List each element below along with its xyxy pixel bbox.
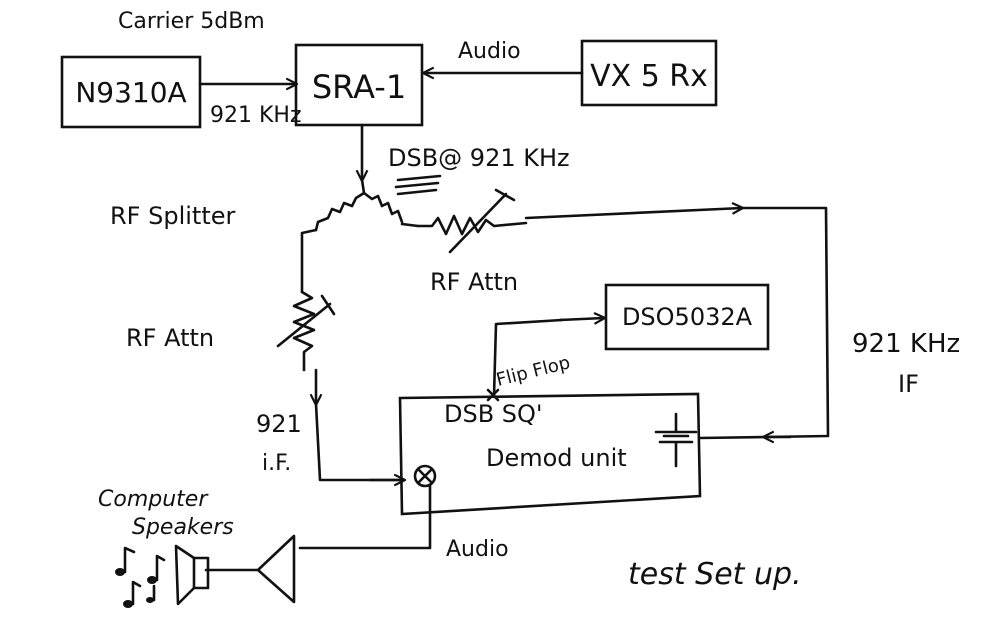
- scope-arrow: [558, 318, 604, 320]
- sra-label: SRA-1: [312, 68, 406, 106]
- if-right-wire: [740, 206, 830, 439]
- speakers-label-1: Computer: [98, 487, 209, 512]
- signal-generator-block: N9310A: [60, 55, 202, 129]
- freq-in-label: 921 KHz: [210, 103, 302, 128]
- dsb-wire: [360, 178, 366, 195]
- if-right-label-2: IF: [898, 370, 919, 398]
- splitter-right-coil: [362, 191, 404, 224]
- left-branch-wire: [300, 228, 318, 294]
- music-notes-icon: [115, 546, 166, 608]
- carrier-note: Carrier 5dBm: [118, 9, 265, 34]
- attn-right-label: RF Attn: [430, 268, 518, 296]
- if-left-wire: [314, 402, 406, 482]
- caption: test Set up.: [628, 557, 802, 592]
- if-right-label-1: 921 KHz: [852, 329, 960, 359]
- rf-signal-icon: [394, 174, 442, 196]
- if-right-arrow-a: [524, 208, 742, 220]
- splitter-left-coil: [314, 191, 366, 232]
- receiver-block: VX 5 Rx: [580, 39, 718, 107]
- right-branch-wire: [400, 222, 420, 228]
- variable-resistor-icon: [416, 188, 528, 254]
- audio-top-label: Audio: [458, 39, 521, 64]
- if-left-label-2: i.F.: [262, 451, 291, 476]
- rf-splitter: RF Splitter: [110, 191, 404, 232]
- audio-out-wire: [298, 484, 432, 550]
- speaker-icon: [174, 544, 210, 606]
- demod-label-1: DSB SQ': [444, 400, 543, 428]
- dsb-label: DSB@ 921 KHz: [388, 144, 570, 172]
- demod-unit-block: DSB SQ' Demod unit: [398, 392, 702, 516]
- flipflop-tap-icon: [486, 388, 500, 402]
- receiver-label: VX 5 Rx: [590, 59, 708, 94]
- generator-label: N9310A: [75, 76, 186, 109]
- attn-left-label: RF Attn: [126, 324, 214, 352]
- if-left-label-1: 921: [256, 410, 302, 438]
- splitter-label: RF Splitter: [110, 202, 236, 230]
- amplifier-icon: [256, 534, 296, 604]
- crystal-icon: [654, 412, 698, 468]
- if-right-input: [698, 435, 766, 440]
- flipflop-wire: [492, 318, 564, 398]
- audio-bottom-label: Audio: [446, 537, 509, 562]
- scope-label: DSO5032A: [622, 303, 753, 331]
- speakers-label-2: Speakers: [132, 515, 234, 540]
- oscilloscope-block: DSO5032A: [604, 283, 770, 351]
- variable-resistor-left-icon: [276, 290, 336, 372]
- mixer-icon: [413, 464, 437, 488]
- sra-block: SRA-1: [294, 43, 424, 127]
- flipflop-label: Flip Flop: [494, 352, 572, 391]
- demod-label-2: Demod unit: [486, 444, 627, 472]
